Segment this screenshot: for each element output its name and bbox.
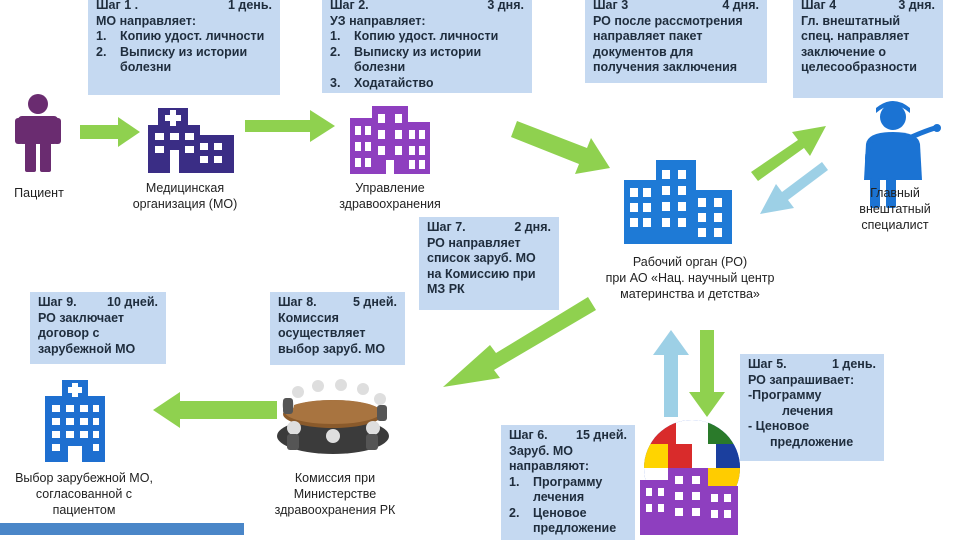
arrow-ro-to-commission (443, 297, 596, 387)
step-5-item: предложение (770, 434, 854, 449)
step-1-item: 2.Выписку из истории болезни (96, 44, 248, 75)
step-5-title: Шаг 5. (748, 357, 787, 371)
step-8-days: 5 дней. (352, 295, 397, 309)
step-3-line: документов для (593, 44, 694, 59)
step-9-title: Шаг 9. (38, 295, 77, 309)
step-9-days: 10 дней. (107, 295, 158, 309)
step-7-line: МЗ РК (427, 282, 465, 296)
step-8-box: Шаг 8. 5 дней. Комиссия осуществляет выбо… (270, 292, 405, 365)
hospital-icon (148, 108, 234, 173)
step-3-box: Шаг 3 4 дня. РО после рассмотрения направ… (585, 0, 767, 83)
patient-icon (15, 94, 61, 172)
step-7-title: Шаг 7. (427, 220, 466, 234)
step-3-days: 4 дня. (722, 0, 759, 12)
step-4-title: Шаг 4 (801, 0, 837, 12)
arrow-uz-to-ro (511, 121, 610, 174)
step-2-days: 3 дня. (487, 0, 524, 12)
ro-label: Рабочий орган (РО)при АО «Нац. научный ц… (605, 255, 775, 301)
step-3-line: направляет пакет (593, 29, 703, 43)
step-4-line: спец. направляет (801, 29, 910, 43)
step-3-line: РО после рассмотрения (593, 13, 743, 28)
step-8-line: выбор заруб. МО (278, 341, 386, 356)
step-6-days: 15 дней. (576, 428, 627, 442)
ministry-building-icon (350, 106, 430, 174)
step-2-title: Шаг 2. (330, 0, 369, 12)
step-7-days: 2 дня. (514, 220, 551, 234)
step-3-title: Шаг 3 (593, 0, 629, 12)
commission-icon (277, 379, 389, 454)
step-6-title: Шаг 6. (509, 428, 548, 442)
step-9-line: РО заключает (38, 310, 125, 325)
arrow-ro-to-specialist (751, 126, 826, 181)
ro-building-icon (624, 160, 732, 244)
patient-label: Пациент (14, 186, 64, 200)
arrow-ro-to-foreign (689, 330, 725, 417)
step-2-item: 1.Копию удост. личности (330, 29, 499, 43)
step-4-line: заключение о (801, 44, 887, 59)
step-6-intro: направляют: (509, 459, 590, 473)
step-1-title: Шаг 1 . (96, 0, 139, 12)
specialist-icon (864, 101, 941, 208)
step-4-days: 3 дня. (898, 0, 935, 12)
step-1-days: 1 день. (227, 0, 272, 12)
step-6-item: 2.Ценовое предложение (509, 505, 617, 536)
foreign-clinic-icon (45, 380, 105, 462)
step-6-intro: Заруб. МО (509, 443, 574, 458)
step-2-item: 2.Выписку из истории болезни (330, 44, 482, 75)
world-flags-clinic-icon (640, 420, 740, 535)
step-5-days: 1 день. (831, 357, 876, 371)
footer-bar (0, 523, 244, 535)
step-2-box: Шаг 2. 3 дня. УЗ направляет: 1.Копию удос… (322, 0, 532, 93)
step-8-line: осуществляет (278, 326, 366, 340)
step-6-item: 1.Программу лечения (509, 474, 603, 505)
step-1-box: Шаг 1 . 1 день. МО направляет: 1.Копию уд… (88, 0, 280, 95)
step-7-box: Шаг 7. 2 дня. РО направляет список заруб.… (419, 217, 559, 310)
arrow-mo-to-uz (245, 110, 335, 142)
step-2-item: 3.Ходатайство (330, 75, 434, 90)
arrow-patient-to-mo (80, 117, 140, 147)
step-5-box: Шаг 5. 1 день. РО запрашивает: -Программу… (740, 354, 884, 461)
step-1-item: 1.Копию удост. личности (96, 29, 265, 43)
step-4-line: целесообразности (801, 60, 917, 74)
step-5-item: - Ценовое (748, 419, 810, 433)
arrow-foreign-to-ro (653, 330, 689, 417)
step-2-intro: УЗ направляет: (330, 13, 426, 28)
arrow-commission-to-choice (153, 392, 277, 428)
step-8-title: Шаг 8. (278, 295, 317, 309)
step-9-line: договор с (38, 326, 100, 340)
step-7-line: на Комиссию при (427, 266, 536, 281)
step-9-line: зарубежной МО (38, 341, 136, 356)
step-6-box: Шаг 6. 15 дней. Заруб. МО направляют: 1.П… (501, 425, 635, 540)
arrow-specialist-to-ro (760, 162, 828, 214)
step-4-line: Гл. внештатный (801, 13, 901, 28)
step-7-line: РО направляет (427, 235, 521, 250)
step-9-box: Шаг 9. 10 дней. РО заключает договор с за… (30, 292, 166, 364)
step-1-intro: МО направляет: (96, 13, 197, 28)
step-5-item: лечения (782, 403, 834, 418)
step-8-line: Комиссия (278, 310, 339, 325)
step-5-item: -Программу (748, 388, 822, 402)
step-4-box: Шаг 4 3 дня. Гл. внештатный спец. направл… (793, 0, 943, 98)
step-3-line: получения заключения (593, 60, 738, 74)
step-7-line: список заруб. МО (427, 251, 536, 265)
step-5-intro: РО запрашивает: (748, 372, 855, 387)
